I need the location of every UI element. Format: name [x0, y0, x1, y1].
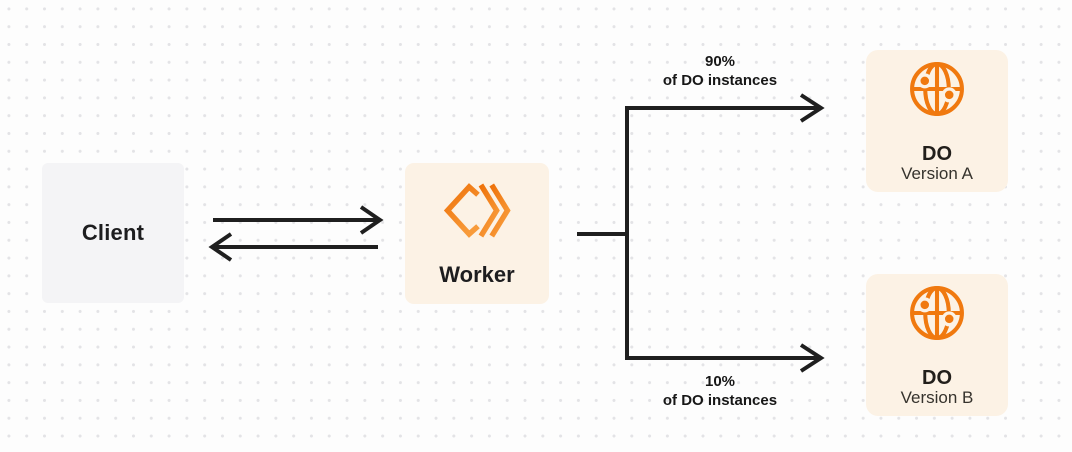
edge-label-caption: of DO instances — [662, 72, 778, 89]
worker-label: Worker — [439, 262, 515, 287]
do-version-b-node: DO Version B — [866, 274, 1008, 416]
globe-icon — [908, 284, 966, 342]
worker-node: Worker — [405, 163, 549, 304]
client-node: Client — [42, 163, 184, 303]
edge-label-90-percent: 90% of DO instances — [620, 52, 820, 90]
do-version-a-node: DO Version A — [866, 50, 1008, 192]
branch-connector — [577, 106, 820, 360]
do-version-a-title: DO — [922, 143, 952, 165]
globe-icon — [908, 60, 966, 118]
do-version-b-subtitle: Version B — [900, 388, 974, 407]
edge-label-percent: 90% — [704, 53, 736, 70]
client-label: Client — [81, 220, 145, 245]
arrow-worker-to-client — [208, 232, 378, 262]
do-version-a-subtitle: Version A — [901, 164, 973, 183]
cloudflare-workers-icon — [443, 183, 511, 238]
arrow-to-do-version-b — [799, 343, 825, 373]
arrow-to-do-version-a — [799, 93, 825, 123]
edge-label-caption: of DO instances — [662, 392, 778, 409]
edge-label-10-percent: 10% of DO instances — [620, 372, 820, 410]
arrow-client-to-worker — [213, 205, 384, 235]
do-version-b-title: DO — [922, 367, 952, 389]
edge-label-percent: 10% — [704, 373, 736, 390]
